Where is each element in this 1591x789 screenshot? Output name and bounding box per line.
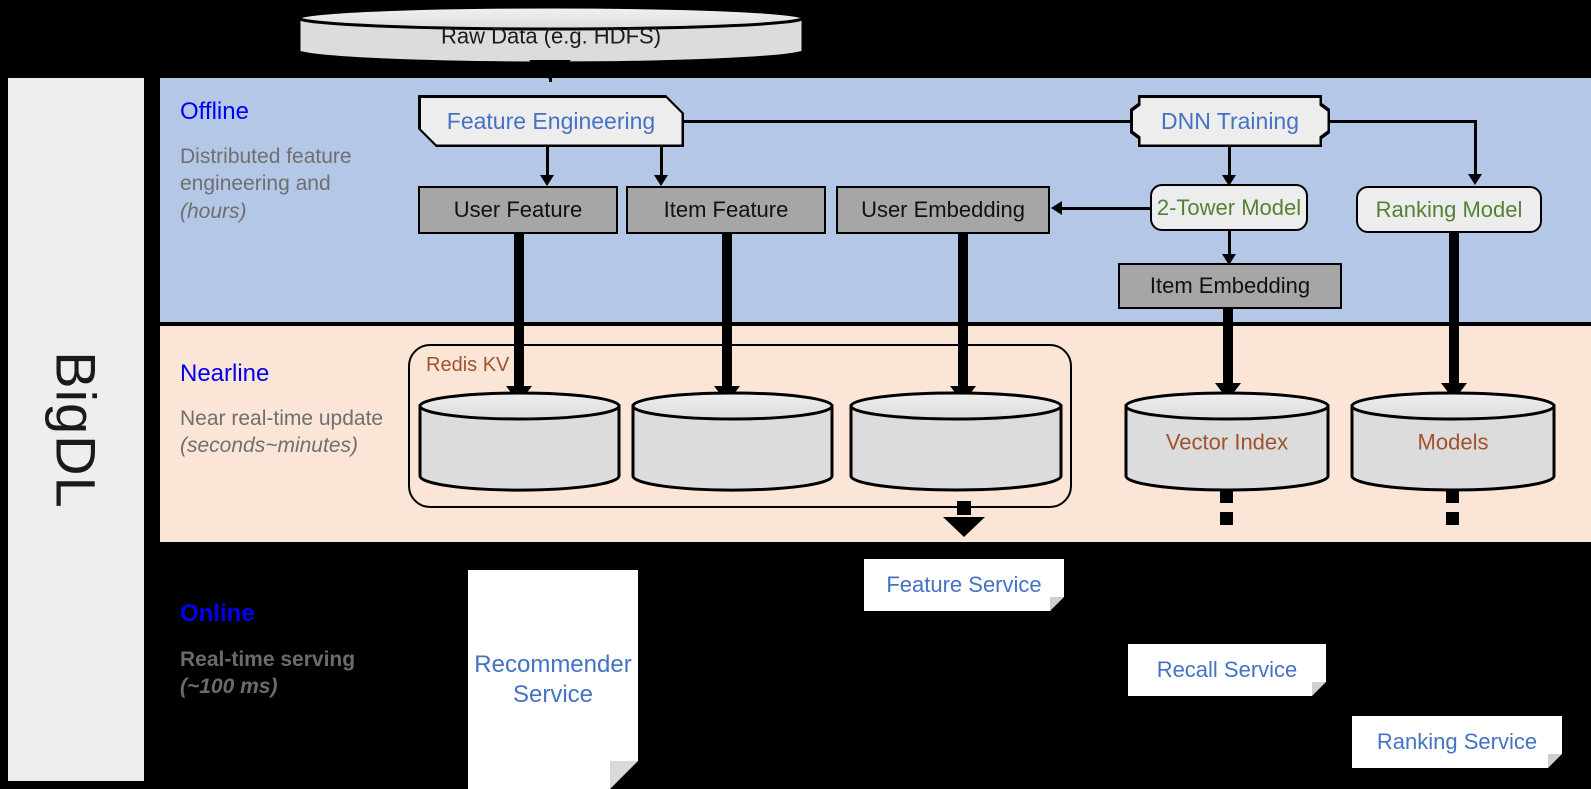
- ranking-service-label: Ranking Service: [1376, 728, 1538, 754]
- band-online-subtitle-em: (~100 ms): [180, 675, 278, 699]
- arrowhead-fe-to-itemfeature: [654, 175, 668, 186]
- connector-fe-to-itemfeature: [660, 147, 663, 179]
- dash-recallservice-2: [1220, 512, 1233, 525]
- connector-dnn-to-ranking-v: [1474, 120, 1477, 178]
- page-fold-icon: [1312, 682, 1326, 696]
- feature-engineering-box[interactable]: Feature Engineering: [421, 98, 682, 145]
- recommender-service-card[interactable]: Recommender Service: [468, 570, 638, 789]
- kv-store-cylinder-3[interactable]: [848, 390, 1064, 492]
- models-cylinder[interactable]: Models: [1349, 390, 1557, 492]
- connector-dnn-to-twotower: [1228, 147, 1231, 179]
- page-fold-icon: [610, 761, 638, 789]
- models-label: Models: [1417, 429, 1489, 455]
- dash-recallservice-1: [1220, 490, 1233, 503]
- dnn-training-box[interactable]: DNN Training: [1133, 98, 1328, 145]
- user-embedding-label: User Embedding: [861, 197, 1025, 222]
- pipe-rankingmodel-to-models: [1449, 231, 1459, 397]
- band-offline-subtitle: Distributed feature engineering and (hou…: [180, 143, 385, 225]
- band-offline-subtitle-em: (hours): [180, 199, 247, 223]
- user-embedding-box[interactable]: User Embedding: [836, 186, 1050, 234]
- arrowhead-twotower-to-userembedding: [1051, 201, 1062, 215]
- raw-data-cylinder: Raw Data (e.g. HDFS): [296, 4, 806, 66]
- arrowhead-dnn-to-ranking: [1468, 174, 1482, 185]
- item-embedding-box[interactable]: Item Embedding: [1118, 263, 1342, 309]
- recommender-service-line2: Service: [512, 680, 594, 708]
- dash-rankingservice-2: [1446, 512, 1459, 525]
- connector-twotower-to-userembedding: [1062, 207, 1150, 210]
- band-nearline-subtitle-text: Near real-time update: [180, 407, 384, 430]
- page-fold-icon: [1050, 597, 1064, 611]
- band-online-subtitle-text: Real-time serving: [180, 648, 356, 671]
- dash-rankingservice-1: [1446, 490, 1459, 503]
- connector-twotower-to-itemembedding: [1228, 231, 1231, 260]
- item-feature-label: Item Feature: [663, 197, 789, 222]
- user-feature-box[interactable]: User Feature: [418, 186, 618, 234]
- kv-store-cylinder-1[interactable]: [417, 390, 622, 492]
- page-fold-icon: [1548, 754, 1562, 768]
- feature-engineering-label: Feature Engineering: [446, 107, 656, 134]
- bigdl-framework-rail: BigDL: [8, 78, 144, 781]
- arrowhead-fe-to-userfeature: [540, 175, 554, 186]
- ranking-model-label: Ranking Model: [1375, 196, 1523, 222]
- pipe-itemembedding-to-vectorindex: [1223, 307, 1233, 397]
- feature-service-card[interactable]: Feature Service: [864, 559, 1064, 611]
- connector-fe-to-userfeature: [546, 147, 549, 179]
- vector-index-label: Vector Index: [1165, 429, 1289, 455]
- band-online-title: Online: [180, 600, 255, 627]
- kv-store-cylinder-2[interactable]: [630, 390, 835, 492]
- vector-index-cylinder[interactable]: Vector Index: [1123, 390, 1331, 492]
- arrowhead-featureservice: [943, 517, 985, 537]
- item-feature-box[interactable]: Item Feature: [626, 186, 826, 234]
- user-feature-label: User Feature: [453, 197, 583, 222]
- band-nearline-subtitle: Near real-time update (seconds~minutes): [180, 405, 405, 460]
- item-embedding-label: Item Embedding: [1149, 273, 1311, 298]
- band-offline-title: Offline: [180, 98, 249, 125]
- bigdl-label: BigDL: [44, 350, 108, 509]
- ranking-service-card[interactable]: Ranking Service: [1352, 716, 1562, 768]
- arrowhead-dnn-to-twotower: [1222, 175, 1236, 186]
- connector-dnn-to-ranking-h: [1329, 120, 1476, 123]
- connector-fe-to-dnn: [684, 120, 1144, 123]
- band-online-subtitle: Real-time serving (~100 ms): [180, 646, 380, 701]
- pipe-userembedding-to-store3: [958, 232, 968, 400]
- pipe-userfeature-to-store1: [514, 232, 524, 400]
- redis-kv-container: [408, 344, 1072, 508]
- band-nearline-title: Nearline: [180, 360, 270, 387]
- redis-kv-label: Redis KV: [426, 354, 510, 376]
- raw-data-label: Raw Data (e.g. HDFS): [440, 23, 662, 49]
- recall-service-label: Recall Service: [1156, 656, 1298, 682]
- dash-featureservice-1: [957, 501, 971, 515]
- arrowhead-twotower-to-itemembedding: [1222, 254, 1236, 265]
- feature-service-label: Feature Service: [886, 571, 1042, 597]
- ranking-model-box[interactable]: Ranking Model: [1356, 186, 1542, 233]
- two-tower-model-label: 2-Tower Model: [1156, 194, 1302, 220]
- band-nearline-subtitle-em: (seconds~minutes): [180, 434, 358, 458]
- dnn-training-label: DNN Training: [1160, 107, 1300, 134]
- arrowhead-rawdata-to-fe: [529, 60, 571, 80]
- two-tower-model-box[interactable]: 2-Tower Model: [1150, 184, 1308, 231]
- recommender-service-line1: Recommender: [474, 650, 632, 678]
- pipe-itemfeature-to-store2: [722, 232, 732, 400]
- recall-service-card[interactable]: Recall Service: [1128, 644, 1326, 696]
- band-offline-subtitle-text: Distributed feature engineering and: [180, 145, 352, 196]
